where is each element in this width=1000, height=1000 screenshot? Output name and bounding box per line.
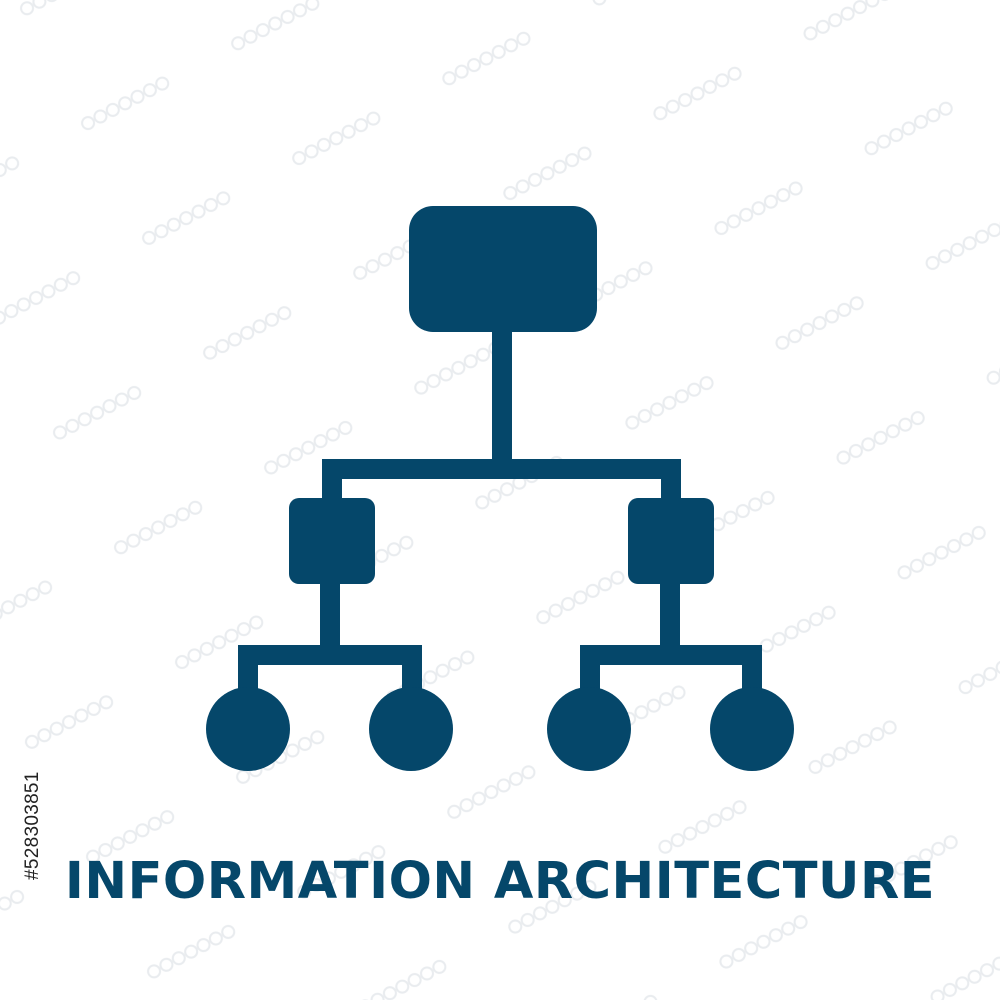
stock-id-label: #528303851 [22, 771, 43, 880]
leaf-node-2 [369, 687, 453, 771]
root-node [409, 206, 597, 332]
root-connector [492, 330, 512, 464]
right-leaf2-drop [742, 645, 762, 695]
level1-right-drop [661, 459, 681, 504]
right-bar [580, 645, 762, 665]
level1-bar [322, 459, 681, 479]
right-stem [660, 582, 680, 652]
right-leaf1-drop [580, 645, 600, 695]
icon-caption: INFORMATION ARCHITECTURE [64, 852, 936, 911]
child-node-right [628, 498, 714, 584]
left-leaf2-drop [402, 645, 422, 695]
left-bar [238, 645, 422, 665]
leaf-node-3 [547, 687, 631, 771]
left-leaf1-drop [238, 645, 258, 695]
leaf-node-1 [206, 687, 290, 771]
leaf-node-4 [710, 687, 794, 771]
child-node-left [289, 498, 375, 584]
left-stem [320, 582, 340, 652]
level1-left-drop [322, 459, 342, 504]
